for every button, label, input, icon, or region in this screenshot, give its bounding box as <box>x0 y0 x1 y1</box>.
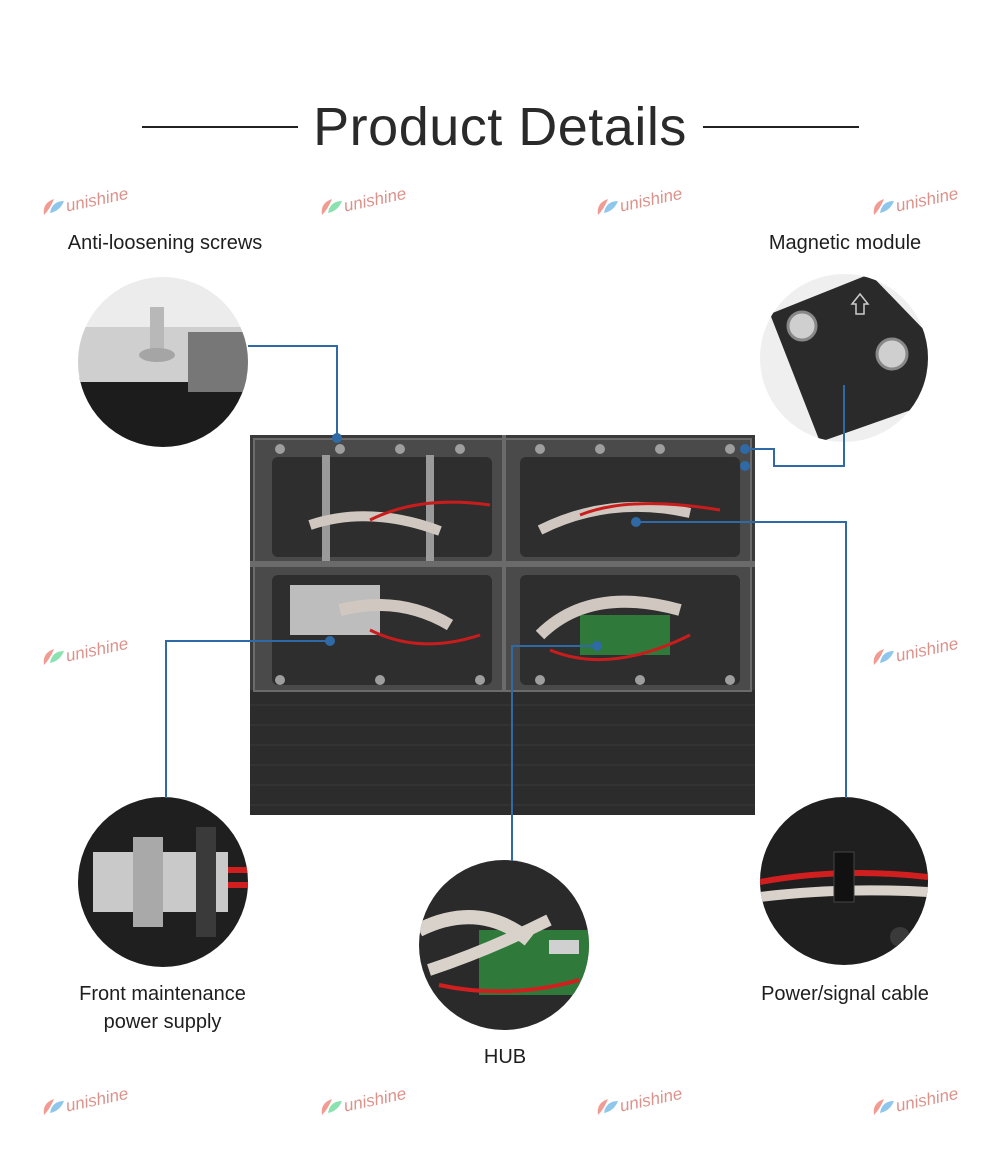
page-title: Product Details <box>313 97 687 157</box>
connector-line <box>773 465 845 467</box>
label-hub: HUB <box>483 1046 527 1068</box>
label-magnetic-module: Magnetic module <box>768 232 922 254</box>
hub-image <box>419 860 589 1030</box>
watermark-logo: unishine <box>870 1084 990 1135</box>
watermark-logo: unishine <box>594 1084 714 1135</box>
connector-dot <box>332 433 342 443</box>
label-front-maintenance-power-supply: Front maintenance power supply <box>40 980 285 1036</box>
connector-dot <box>740 444 750 454</box>
watermark-logo: unishine <box>40 184 160 235</box>
connector-line <box>843 385 845 467</box>
connector-dot <box>325 636 335 646</box>
connector-line <box>773 448 775 467</box>
led-cabinet-image <box>250 435 755 815</box>
title-rule-left <box>142 126 298 128</box>
connector-dot <box>631 517 641 527</box>
watermark-logo: unishine <box>318 1084 438 1135</box>
watermark-logo: unishine <box>870 184 990 235</box>
connector-line <box>636 521 847 523</box>
screw-detail-image <box>78 277 248 447</box>
watermark-logo: unishine <box>870 634 990 685</box>
connector-line <box>511 645 597 647</box>
watermark-logo: unishine <box>594 184 714 235</box>
watermark-logo: unishine <box>318 184 438 235</box>
label-anti-loosening-screws: Anti-loosening screws <box>67 232 263 254</box>
connector-line <box>248 345 338 347</box>
magnetic-module-image <box>760 274 928 442</box>
connector-line <box>511 645 513 861</box>
connector-line <box>845 521 847 798</box>
watermark-logo: unishine <box>40 634 160 685</box>
connector-dot <box>740 461 750 471</box>
connector-dot <box>592 641 602 651</box>
title-area: Product Details <box>0 92 1000 162</box>
label-line: Front maintenance <box>79 983 246 1005</box>
connector-line <box>165 640 167 798</box>
watermark-logo: unishine <box>40 1084 160 1135</box>
connector-line <box>165 640 328 642</box>
connector-line <box>336 345 338 437</box>
title-rule-right <box>703 126 859 128</box>
label-line: power supply <box>103 1011 222 1033</box>
power-supply-image <box>78 797 248 967</box>
connector-line <box>745 448 775 450</box>
cable-image <box>760 797 928 965</box>
label-power-signal-cable: Power/signal cable <box>761 983 929 1005</box>
